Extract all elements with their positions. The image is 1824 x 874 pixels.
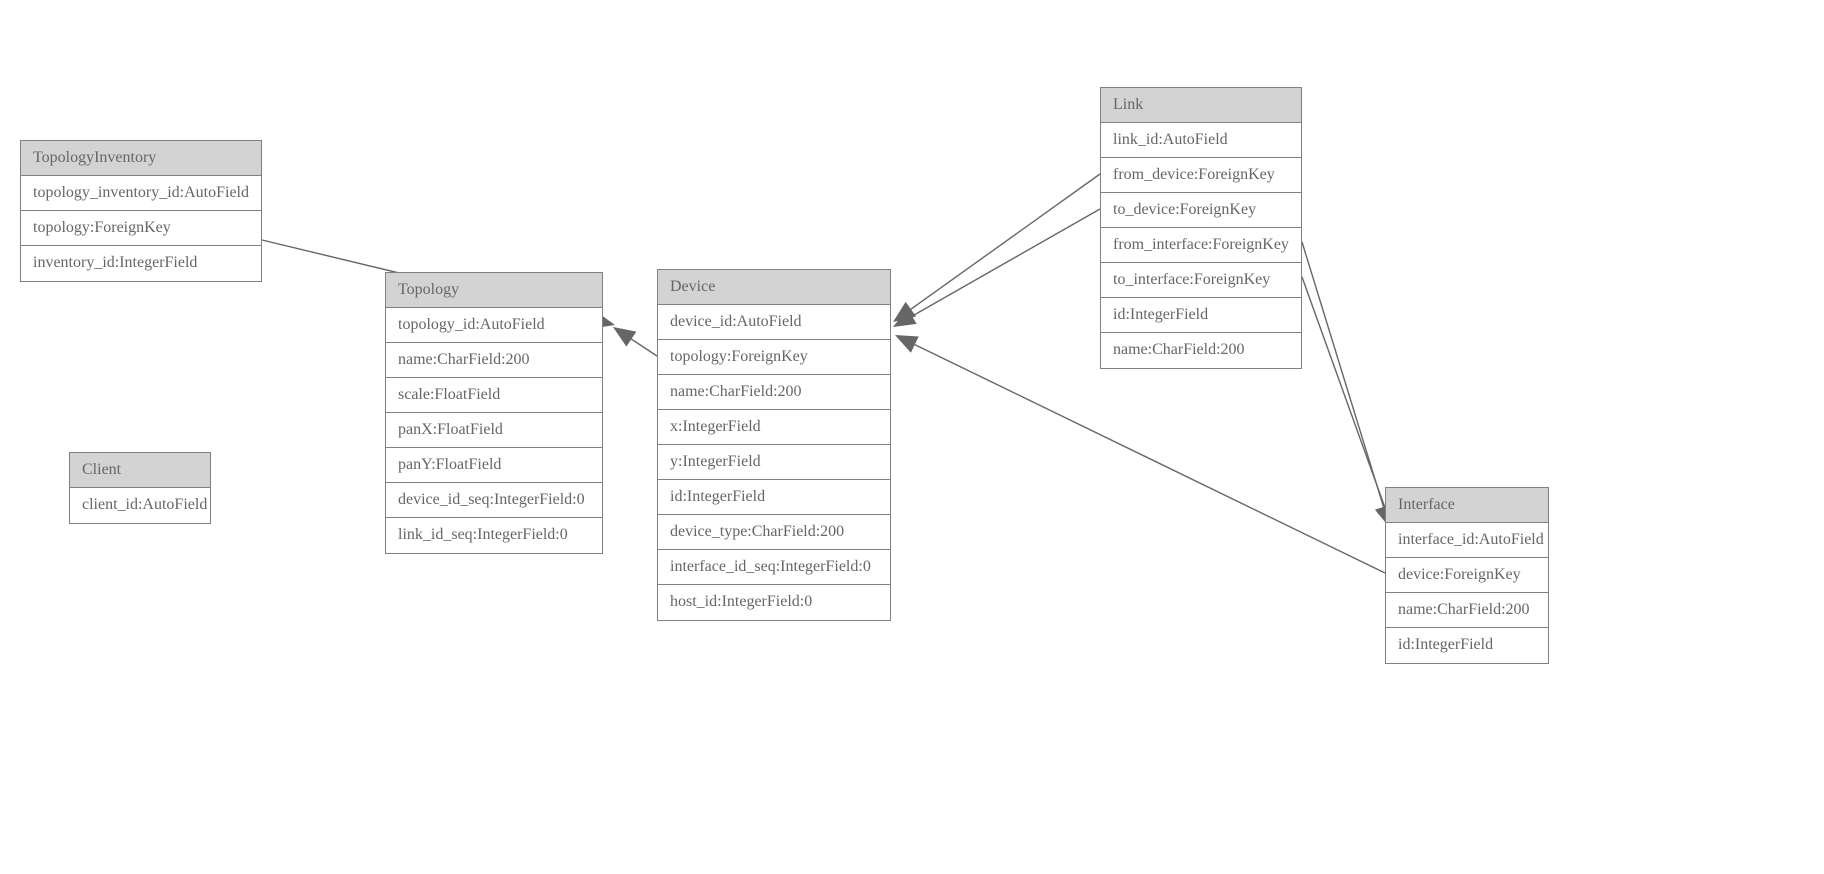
relationship-arrowhead-icon [895, 335, 919, 353]
field-row[interactable]: link_id:AutoField [1101, 123, 1301, 158]
field-row[interactable]: to_device:ForeignKey [1101, 193, 1301, 228]
field-row[interactable]: interface_id_seq:IntegerField:0 [658, 550, 890, 585]
field-row[interactable]: to_interface:ForeignKey [1101, 263, 1301, 298]
field-row[interactable]: interface_id:AutoField [1386, 523, 1548, 558]
field-row[interactable]: device:ForeignKey [1386, 558, 1548, 593]
field-row[interactable]: name:CharField:200 [658, 375, 890, 410]
relationship-line [1301, 276, 1387, 510]
relationship-link-todevice-device [893, 208, 1101, 327]
entity-title-interface: Interface [1386, 488, 1548, 523]
entity-field-list-client: client_id:AutoField [70, 488, 210, 523]
field-row[interactable]: device_type:CharField:200 [658, 515, 890, 550]
entity-title-client: Client [70, 453, 210, 488]
field-row[interactable]: device_id_seq:IntegerField:0 [386, 483, 602, 518]
field-row[interactable]: y:IntegerField [658, 445, 890, 480]
field-row[interactable]: topology_id:AutoField [386, 308, 602, 343]
field-row[interactable]: topology_inventory_id:AutoField [21, 176, 261, 211]
entity-title-device: Device [658, 270, 890, 305]
relationship-line [914, 343, 1386, 574]
relationship-line [910, 173, 1101, 310]
field-row[interactable]: link_id_seq:IntegerField:0 [386, 518, 602, 553]
field-row[interactable]: topology:ForeignKey [21, 211, 261, 246]
field-row[interactable]: name:CharField:200 [386, 343, 602, 378]
relationship-link-tointerface-interface [1301, 276, 1395, 530]
field-row[interactable]: panX:FloatField [386, 413, 602, 448]
relationship-link-fromdevice-device [893, 173, 1101, 322]
relationship-interface-device [895, 335, 1386, 574]
field-row[interactable]: from_device:ForeignKey [1101, 158, 1301, 193]
relationship-arrowhead-icon [893, 308, 917, 327]
entity-title-link: Link [1101, 88, 1301, 123]
field-row[interactable]: panY:FloatField [386, 448, 602, 483]
relationship-arrowhead-icon [893, 301, 917, 322]
entity-title-topology-inventory: TopologyInventory [21, 141, 261, 176]
field-row[interactable]: scale:FloatField [386, 378, 602, 413]
field-row[interactable]: name:CharField:200 [1386, 593, 1548, 628]
field-row[interactable]: id:IntegerField [658, 480, 890, 515]
entity-title-topology: Topology [386, 273, 602, 308]
field-row[interactable]: id:IntegerField [1386, 628, 1548, 663]
field-row[interactable]: inventory_id:IntegerField [21, 246, 261, 281]
field-row[interactable]: device_id:AutoField [658, 305, 890, 340]
field-row[interactable]: id:IntegerField [1101, 298, 1301, 333]
field-row[interactable]: x:IntegerField [658, 410, 890, 445]
field-row[interactable]: host_id:IntegerField:0 [658, 585, 890, 620]
field-row[interactable]: from_interface:ForeignKey [1101, 228, 1301, 263]
field-row[interactable]: client_id:AutoField [70, 488, 210, 523]
relationship-line [1301, 241, 1385, 508]
relationship-arrowhead-icon [613, 327, 637, 347]
relationship-device-topology [613, 327, 658, 357]
relationship-line [911, 208, 1101, 317]
relationship-line [630, 338, 658, 357]
field-row[interactable]: topology:ForeignKey [658, 340, 890, 375]
relationship-link-frominterface-interface [1301, 241, 1393, 528]
field-row[interactable]: name:CharField:200 [1101, 333, 1301, 368]
